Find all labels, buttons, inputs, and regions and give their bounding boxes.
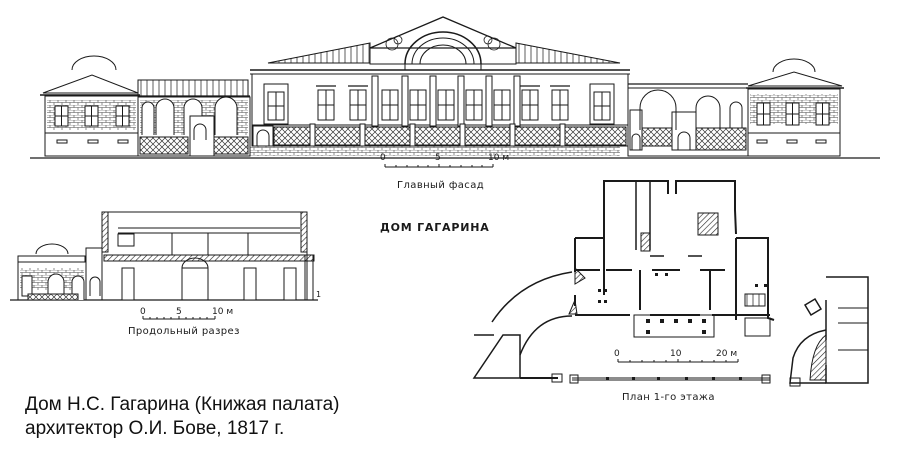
central-block	[250, 16, 630, 147]
facade-scale-bar	[384, 164, 494, 168]
plan-scale-tick-20: 20 м	[716, 349, 738, 359]
left-arcade-wing	[137, 79, 251, 157]
facade-scale-tick-0: 0	[380, 153, 386, 163]
plan-scale-tick-0: 0	[614, 349, 620, 359]
page-title: ДОМ ГАГАРИНА	[380, 221, 490, 234]
section-scale-tick-5: 5	[176, 307, 182, 317]
section-scale-tick-10: 10 м	[212, 307, 234, 317]
longitudinal-section	[10, 211, 318, 301]
section-scale-tick-0: 0	[140, 307, 146, 317]
facade-scale-tick-5: 5	[435, 153, 441, 163]
main-facade-elevation	[30, 16, 880, 159]
plan-scale-tick-10: 10	[670, 349, 682, 359]
section-marker: 1	[316, 290, 321, 299]
plan-scale-bar	[617, 359, 739, 363]
facade-label: Главный фасад	[397, 180, 485, 191]
caption-line-2: архитектор О.И. Бове, 1817 г.	[25, 418, 285, 439]
section-label: Продольный разрез	[128, 326, 240, 337]
floor-plan	[472, 180, 869, 387]
right-pavilion	[746, 58, 844, 157]
caption-line-1: Дом Н.С. Гагарина (Книжая палата)	[25, 394, 340, 415]
right-arcade-wing	[627, 83, 749, 157]
facade-scale-tick-10: 10 м	[488, 153, 510, 163]
section-scale-bar	[142, 316, 216, 320]
left-pavilion	[40, 55, 140, 157]
plan-label: План 1-го этажа	[622, 392, 715, 403]
